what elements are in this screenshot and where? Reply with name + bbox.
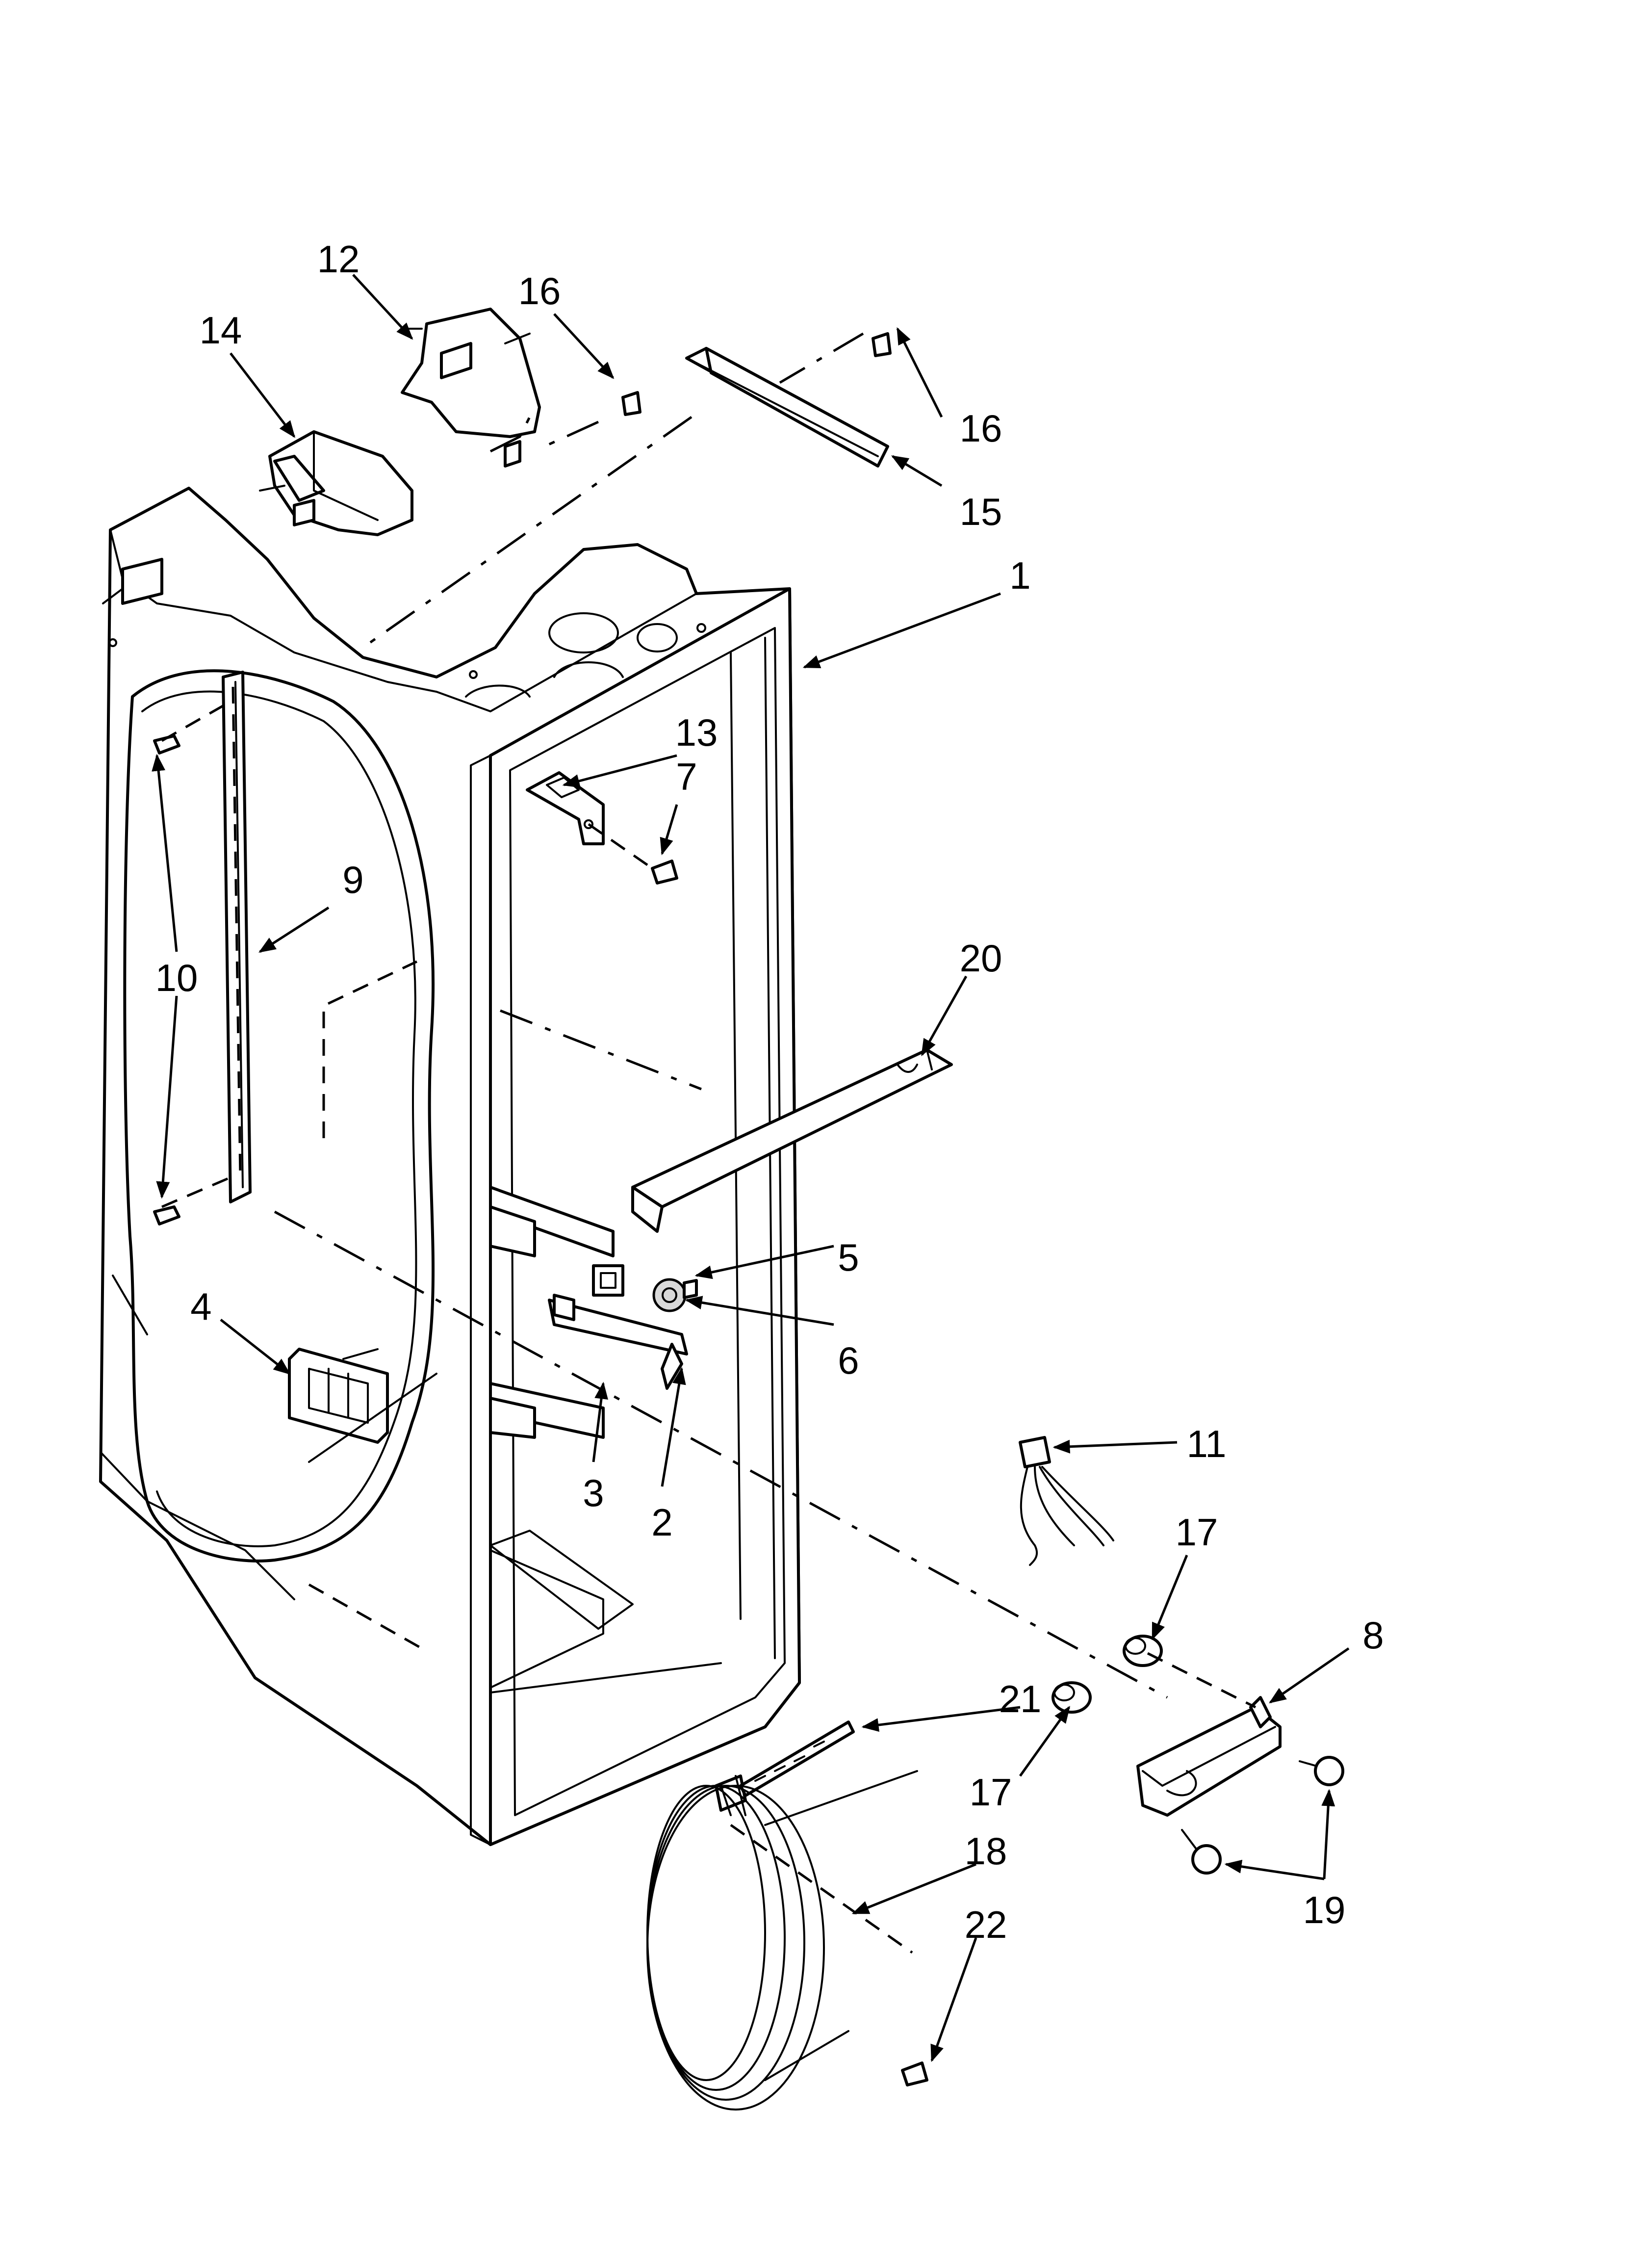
leaders bbox=[152, 274, 1350, 2062]
callout-9: 9 bbox=[342, 858, 363, 901]
screw bbox=[621, 391, 641, 416]
callout-17-bottom: 17 bbox=[970, 1771, 1012, 1814]
bracket bbox=[526, 771, 605, 845]
roller-assembly bbox=[652, 1278, 698, 1312]
callout-16-top: 16 bbox=[518, 269, 561, 313]
callout-5: 5 bbox=[838, 1236, 859, 1279]
callout-8: 8 bbox=[1362, 1614, 1384, 1657]
shelf-supports bbox=[489, 1186, 688, 1439]
callout-7: 7 bbox=[676, 755, 697, 798]
callout-22: 22 bbox=[965, 1903, 1007, 1946]
shelf-rail bbox=[222, 671, 252, 1203]
callout-19: 19 bbox=[1303, 1888, 1346, 1931]
screw bbox=[901, 2061, 928, 2086]
thermostat-housing bbox=[259, 430, 413, 536]
callout-3: 3 bbox=[583, 1471, 604, 1514]
control-housing bbox=[401, 308, 541, 468]
callout-11: 11 bbox=[1187, 1422, 1227, 1465]
lamp-socket bbox=[1052, 1635, 1163, 1714]
callout-16-right: 16 bbox=[960, 407, 1002, 450]
callout-21: 21 bbox=[999, 1677, 1042, 1721]
callout-20: 20 bbox=[960, 937, 1002, 980]
screw bbox=[651, 860, 678, 885]
screws bbox=[153, 332, 928, 2086]
callout-labels: 12 14 16 16 15 1 13 7 9 10 20 5 6 4 3 2 … bbox=[155, 237, 1384, 1946]
callout-14: 14 bbox=[200, 309, 242, 352]
coiled-tubing bbox=[646, 1770, 918, 2111]
pins bbox=[1181, 1756, 1344, 1875]
screw bbox=[153, 1205, 180, 1225]
callout-17-top: 17 bbox=[1176, 1511, 1218, 1554]
callout-10: 10 bbox=[155, 956, 198, 999]
top-rail bbox=[685, 347, 889, 468]
light-fixture bbox=[288, 1348, 389, 1444]
callout-13: 13 bbox=[675, 711, 718, 754]
callout-4: 4 bbox=[190, 1285, 211, 1328]
callout-15: 15 bbox=[960, 490, 1002, 533]
screw bbox=[872, 332, 892, 357]
callout-12: 12 bbox=[317, 237, 360, 281]
wire-harness bbox=[1019, 1436, 1114, 1566]
callout-6: 6 bbox=[838, 1339, 859, 1382]
callout-2: 2 bbox=[651, 1501, 672, 1544]
callout-18: 18 bbox=[965, 1829, 1007, 1873]
callout-1: 1 bbox=[1009, 554, 1030, 597]
light-housing bbox=[1136, 1696, 1282, 1817]
crossbar bbox=[631, 1048, 953, 1233]
alignment-lines bbox=[161, 332, 1257, 1954]
refrigerator-liner bbox=[99, 487, 801, 1846]
